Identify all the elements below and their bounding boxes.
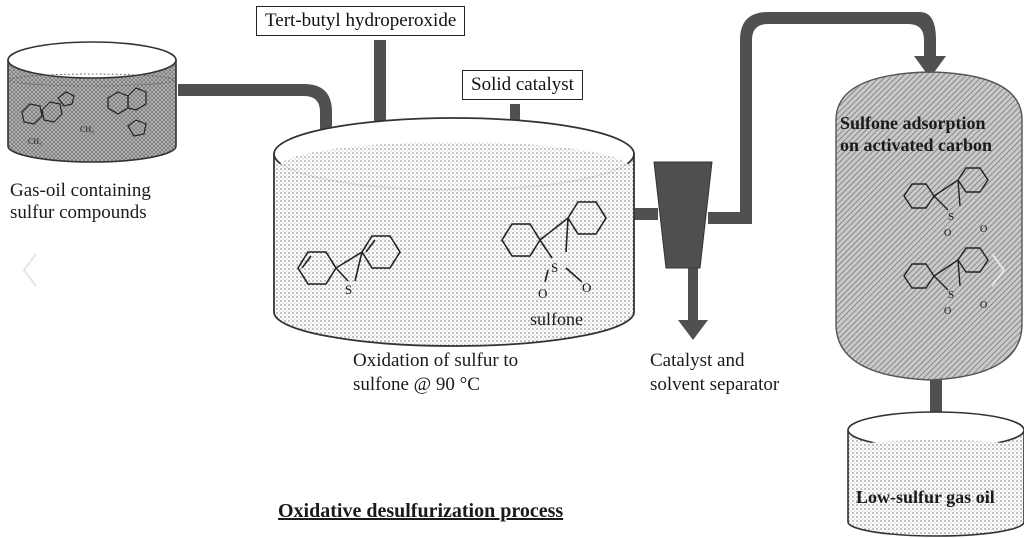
adsorbed-oxygen-label-2a: O <box>944 306 951 317</box>
product-caption: Low-sulfur gas oil <box>856 487 995 507</box>
reactor-caption-line-2: sulfone @ 90 °C <box>353 374 480 395</box>
adsorbed-oxygen-label-2b: O <box>980 300 987 311</box>
product-tank <box>847 411 1024 537</box>
adsorbed-oxygen-label-1a: O <box>944 228 951 239</box>
dibenzothiophene-molecule <box>297 235 401 285</box>
separator-caption-line-1: Catalyst and <box>650 350 745 371</box>
adsorber-caption-line-2: on activated carbon <box>840 135 992 155</box>
prev-slide-button[interactable] <box>20 250 40 290</box>
next-slide-button[interactable] <box>988 250 1008 290</box>
adsorption-column <box>835 71 1023 381</box>
adsorbed-sulfone-molecule-2 <box>903 247 989 291</box>
sulfone-sulfur-label: S <box>551 260 558 275</box>
oxidant-arrow <box>364 40 396 184</box>
reactor-caption-line-1: Oxidation of sulfur to <box>353 350 519 371</box>
separator-outlet-arrow <box>678 266 708 340</box>
separator-funnel <box>653 161 713 269</box>
adsorbed-sulfone-molecule-1 <box>903 167 989 211</box>
chevron-left-icon <box>22 253 37 287</box>
reactor-vessel <box>273 117 635 347</box>
feed-caption-line-2: sulfur compounds <box>10 202 147 223</box>
oxidant-label: Tert-butyl hydroperoxide <box>256 6 466 36</box>
separator-caption-line-2: solvent separator <box>650 374 780 395</box>
sulfur-atom-label: S <box>345 282 352 297</box>
diagram-title: Oxidative desulfurization process <box>278 500 564 522</box>
feed-ch3-label-2: CH₃ <box>80 125 94 134</box>
catalyst-label: Solid catalyst <box>462 70 583 100</box>
adsorbed-sulfur-label-2: S <box>948 289 954 301</box>
reactor-outlet-pipe <box>632 208 658 220</box>
feed-tank: CH₃ CH₃ <box>7 41 177 163</box>
adsorbed-sulfur-label-1: S <box>948 211 954 223</box>
feed-ch3-label-1: CH₃ <box>28 137 42 146</box>
chevron-right-icon <box>991 253 1006 287</box>
sulfone-oxygen-label-2: O <box>582 280 591 295</box>
feed-caption-line-1: Gas-oil containing <box>10 180 151 201</box>
sulfone-oxygen-label-1: O <box>538 286 547 301</box>
adsorbed-oxygen-label-1b: O <box>980 224 987 235</box>
adsorber-caption-line-1: Sulfone adsorption <box>840 113 986 133</box>
feed-molecules <box>21 87 147 137</box>
sulfone-product-label: sulfone <box>530 309 583 329</box>
sulfone-molecule <box>501 201 607 283</box>
